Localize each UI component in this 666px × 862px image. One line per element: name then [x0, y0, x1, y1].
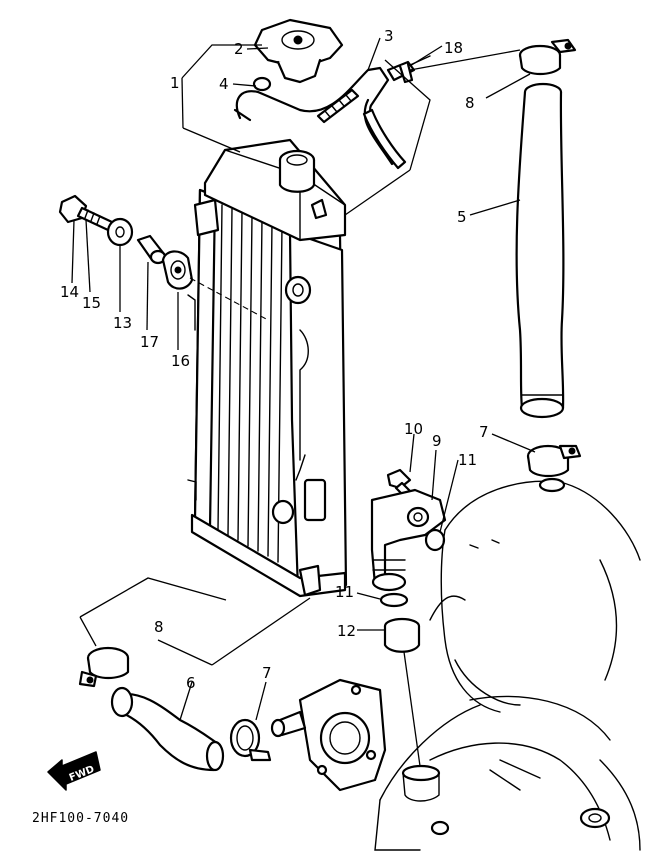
mount-axis-dashed: [189, 277, 269, 321]
hose-clamp-lower-left: [78, 646, 130, 688]
o-ring-upper: [424, 528, 446, 552]
leader-lines: [71, 37, 536, 767]
mount-bolt: [58, 194, 114, 232]
hose-clamp-right: [526, 444, 582, 478]
callout-17: 17: [140, 333, 159, 351]
washer: [106, 217, 134, 247]
forward-arrow-icon: FWD: [47, 751, 101, 791]
pipe-joint: [383, 617, 421, 653]
crankcase-cover: [374, 477, 641, 851]
callout-16: 16: [171, 352, 190, 370]
radiator: [187, 138, 348, 598]
callout-15: 15: [82, 294, 101, 312]
hose-clamp-upper: [518, 38, 577, 76]
callout-14: 14: [60, 283, 79, 301]
callout-13: 13: [113, 314, 132, 332]
hose-clamp-lower: [229, 718, 272, 762]
callout-labels: 1 2 3 4 18 8 5 14 15 13 17 16 10 9 7 11 …: [60, 27, 489, 692]
radiator-hose-upper: [515, 82, 565, 419]
group-bracket-radiator: [181, 44, 521, 216]
callout-2: 2: [234, 40, 244, 58]
water-pump-housing: [270, 678, 387, 792]
radiator-hose-lower: [110, 686, 225, 772]
group-bracket-lower-hose: [79, 577, 311, 666]
callout-8-lower: 8: [154, 618, 164, 636]
callout-3: 3: [384, 27, 394, 45]
callout-9: 9: [432, 432, 442, 450]
callout-7-right: 7: [479, 423, 489, 441]
callout-8-upper: 8: [465, 94, 475, 112]
callout-7-lower: 7: [262, 664, 272, 682]
rubber-damper: [161, 250, 194, 290]
callout-4: 4: [219, 75, 229, 93]
radiator-cap: [253, 18, 344, 84]
breather-hose: [233, 66, 407, 170]
callout-1: 1: [170, 74, 180, 92]
callout-12: 12: [337, 622, 356, 640]
callout-6: 6: [186, 674, 196, 692]
collar: [136, 234, 167, 265]
callout-18: 18: [444, 39, 463, 57]
drawing-code: 2HF100-7040: [32, 811, 129, 826]
callout-10: 10: [404, 420, 423, 438]
callout-5: 5: [457, 208, 467, 226]
o-ring-lower: [379, 592, 409, 608]
callout-11-lower: 11: [335, 583, 354, 601]
hose-clamp-small: [252, 76, 272, 92]
callout-11-upper: 11: [458, 451, 477, 469]
